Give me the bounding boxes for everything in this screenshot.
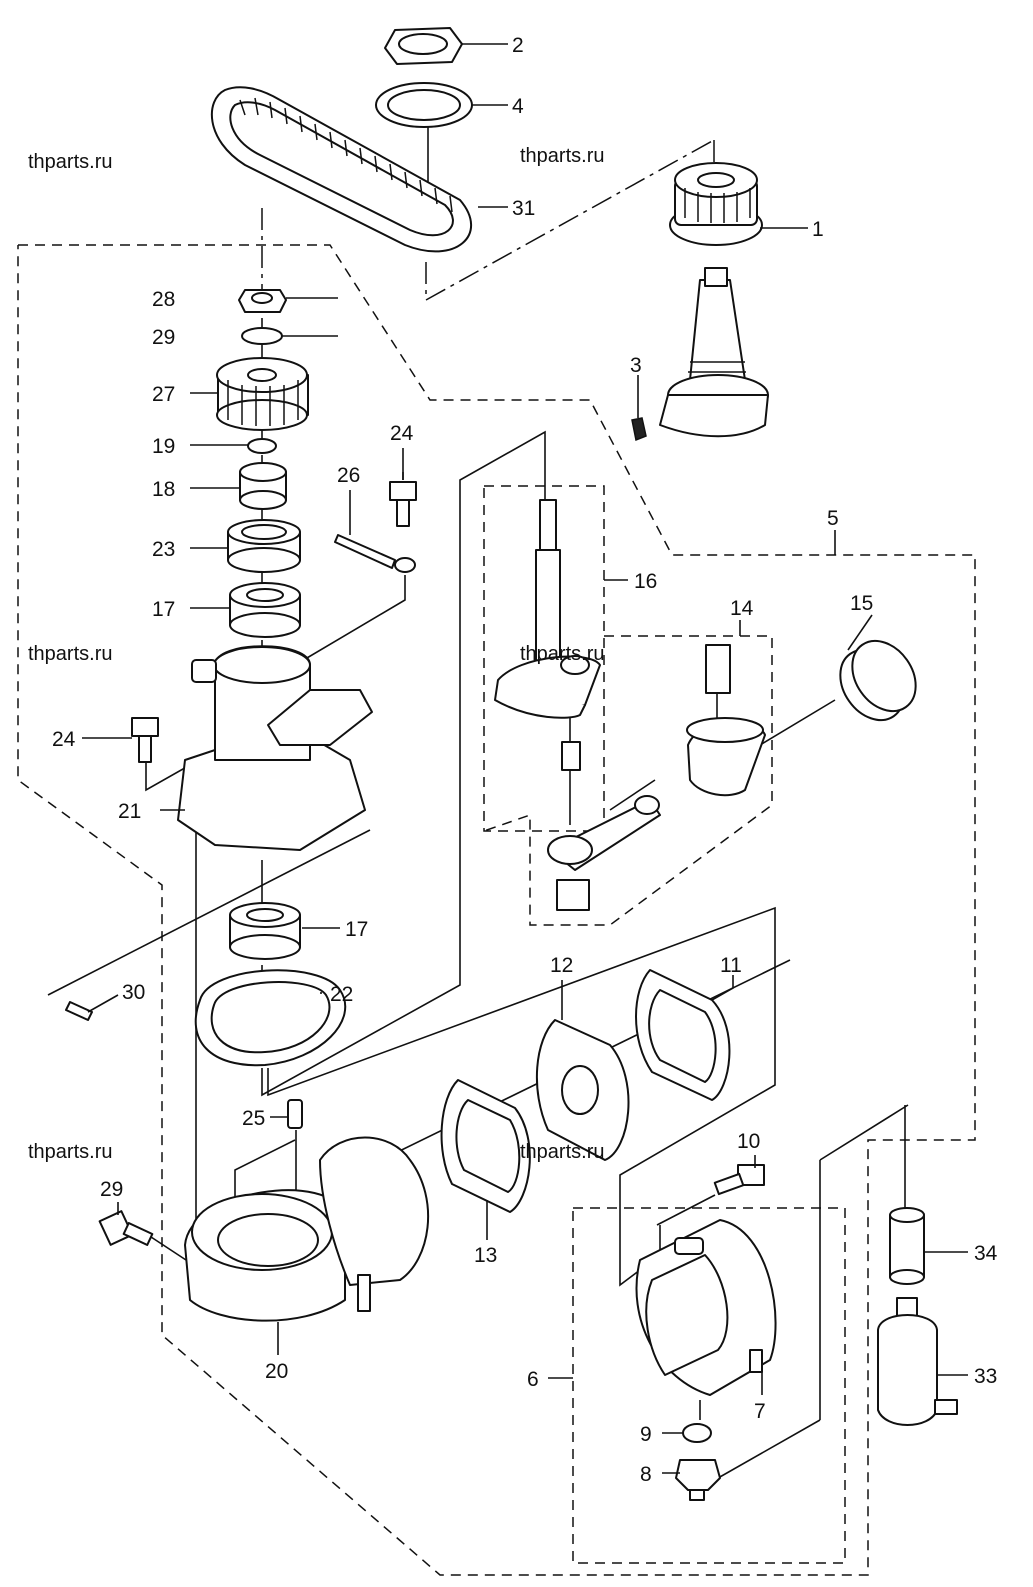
part-1-pulley xyxy=(669,162,763,246)
callout-34: 34 xyxy=(974,1242,998,1265)
assembly-boundaries xyxy=(17,139,976,1576)
callout-25: 25 xyxy=(242,1107,265,1130)
callout-21: 21 xyxy=(118,800,141,823)
callout-12: 12 xyxy=(550,954,573,977)
watermark-text: thparts.ru xyxy=(28,1141,112,1163)
part-34-sleeve xyxy=(889,1207,925,1285)
part-26-ground-strap xyxy=(334,534,416,573)
callout-22: 22 xyxy=(330,983,353,1006)
part-3-woodruff-key xyxy=(631,417,647,442)
callout-1: 1 xyxy=(812,218,824,241)
callout-29: 29 xyxy=(152,326,175,349)
part-31-dowel-pin xyxy=(65,1001,93,1021)
part-17-bearing-upper xyxy=(229,582,301,638)
callout-numbers: 2 4 1 31 3 5 28 29 27 19 18 23 17 24 26 … xyxy=(52,34,998,1486)
callout-3: 3 xyxy=(630,354,642,377)
part-18-seal xyxy=(239,462,287,510)
callout-7: 7 xyxy=(754,1400,766,1423)
part-15-piston-rings xyxy=(839,639,917,722)
callout-26: 26 xyxy=(337,464,360,487)
part-21-upper-housing xyxy=(177,645,373,851)
callout-23: 23 xyxy=(152,538,175,561)
callout-32: 31 xyxy=(512,197,535,220)
callout-2: 2 xyxy=(512,34,524,57)
part-22-gasket xyxy=(194,969,347,1067)
callout-24-upper: 24 xyxy=(390,422,414,445)
callout-leaders xyxy=(82,43,968,1474)
callout-5: 5 xyxy=(827,507,839,530)
part-14-piston-rod xyxy=(547,644,766,911)
callout-8: 8 xyxy=(640,1463,652,1486)
callout-30: 29 xyxy=(100,1178,123,1201)
callout-20: 20 xyxy=(265,1360,288,1383)
callout-17-upper: 17 xyxy=(152,598,175,621)
callout-18: 18 xyxy=(152,478,175,501)
part-29-washer xyxy=(241,327,283,345)
part-12-impeller-plate xyxy=(535,1019,630,1161)
part-4-washer xyxy=(375,82,473,128)
callout-16: 16 xyxy=(634,570,657,593)
callout-17-lower: 17 xyxy=(345,918,368,941)
part-33-fuel-filter xyxy=(877,1297,958,1426)
part-17-bearing-lower xyxy=(229,902,301,960)
watermark-text: thparts.ru xyxy=(520,643,604,665)
part-30-bolt xyxy=(98,1210,154,1246)
part-25-dowel-pin xyxy=(287,1099,303,1129)
part-28-nut xyxy=(238,289,287,313)
crankshaft-top xyxy=(659,267,769,438)
part-20-lower-housing xyxy=(184,1136,430,1322)
alignment-lines xyxy=(47,125,909,1491)
callout-31: 30 xyxy=(122,981,145,1004)
callout-13: 13 xyxy=(474,1244,497,1267)
callout-19: 19 xyxy=(152,435,175,458)
callout-6: 6 xyxy=(527,1368,539,1391)
part-11-gasket xyxy=(635,969,731,1101)
part-23-oil-seal xyxy=(227,519,301,573)
part-2-hex-nut xyxy=(384,27,463,65)
watermark-text: thparts.ru xyxy=(28,643,112,665)
callout-10: 10 xyxy=(737,1130,760,1153)
part-10-bolt xyxy=(713,1164,765,1196)
part-16-crankshaft xyxy=(494,499,601,771)
callout-4: 4 xyxy=(512,95,524,118)
part-9-washer xyxy=(682,1423,712,1443)
callout-24-left: 24 xyxy=(52,728,76,751)
watermarks: thparts.ru thparts.ru thparts.ru thparts… xyxy=(28,145,604,1163)
callout-11: 11 xyxy=(720,954,742,977)
callout-15: 15 xyxy=(850,592,873,615)
part-24-bolt-upper xyxy=(389,481,417,527)
part-24-bolt-left xyxy=(131,717,159,763)
part-32-timing-belt xyxy=(211,86,472,253)
watermark-text: thparts.ru xyxy=(28,151,112,173)
callout-28: 28 xyxy=(152,288,175,311)
callout-33: 33 xyxy=(974,1365,997,1388)
callout-27: 27 xyxy=(152,383,175,406)
part-19-o-ring xyxy=(247,438,277,454)
callout-14: 14 xyxy=(730,597,754,620)
part-8-drain-fitting xyxy=(675,1459,721,1501)
watermark-text: thparts.ru xyxy=(520,145,604,167)
part-13-gasket xyxy=(440,1079,531,1213)
callout-9: 9 xyxy=(640,1423,652,1446)
part-27-drive-gear xyxy=(216,357,309,431)
watermark-text: thparts.ru xyxy=(520,1141,604,1163)
part-6-pump-housing xyxy=(635,1219,777,1396)
